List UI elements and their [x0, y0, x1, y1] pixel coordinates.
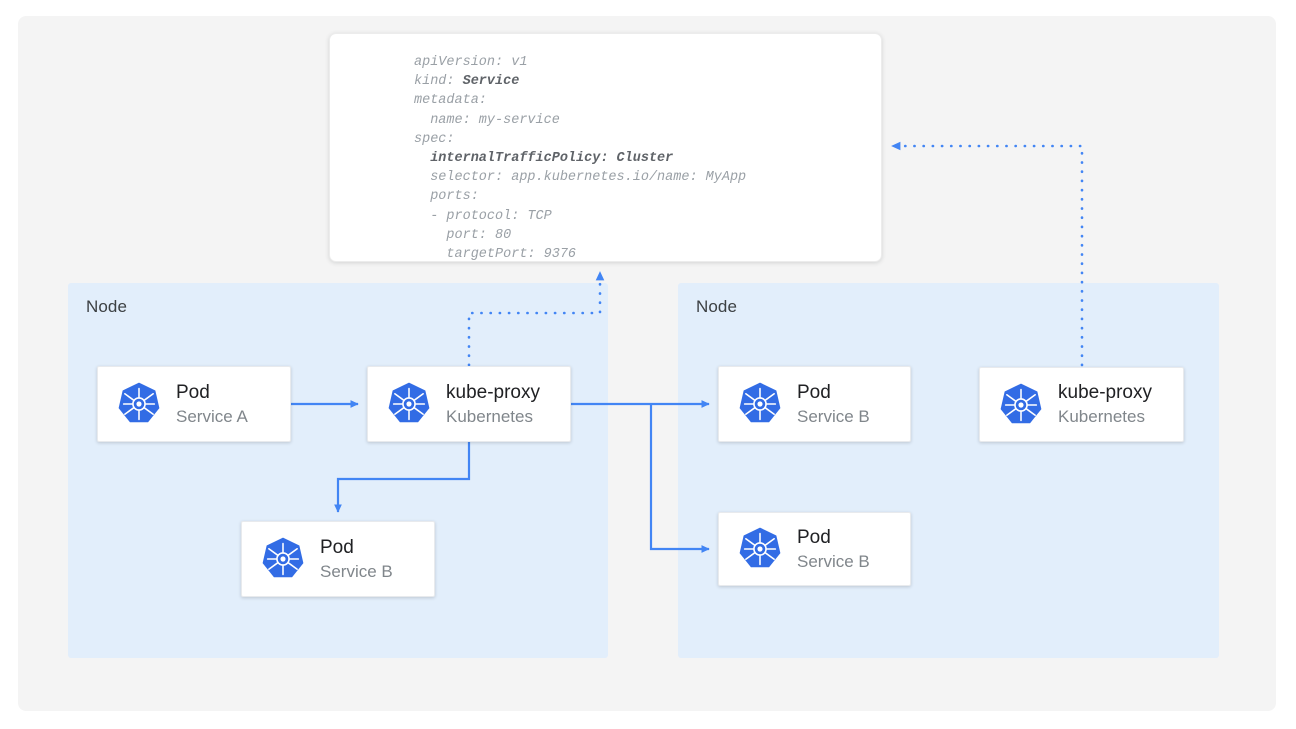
card-text: Pod Service A — [176, 381, 290, 428]
card-title: kube-proxy — [1058, 382, 1152, 403]
card-subtitle: Service B — [797, 551, 870, 571]
service-manifest-code: apiVersion: v1 kind: Service metadata: n… — [414, 55, 747, 262]
kubernetes-icon — [739, 527, 781, 568]
card-title: Pod — [797, 526, 831, 548]
card-subtitle: Kubernetes — [446, 406, 533, 426]
card-subtitle: Service B — [797, 406, 870, 426]
service-manifest-card: apiVersion: v1 kind: Service metadata: n… — [329, 33, 882, 262]
card-subtitle: Service A — [176, 406, 248, 426]
card-text: Pod Service B — [797, 381, 910, 428]
node-label-left: Node — [86, 297, 128, 316]
kubernetes-icon — [118, 382, 160, 423]
card-title: Pod — [320, 536, 354, 558]
card-subtitle: Service B — [320, 561, 393, 581]
card-text: Pod Service B — [797, 526, 910, 573]
card-title: Pod — [797, 381, 831, 403]
kubernetes-icon — [388, 382, 430, 423]
card-text: Pod Service B — [320, 536, 434, 583]
node-region-left — [68, 283, 608, 658]
node-label-right: Node — [696, 297, 738, 316]
card-pod-service-b-right-top[interactable]: Pod Service B — [718, 366, 911, 442]
card-kube-proxy-left[interactable]: kube-proxy Kubernetes — [367, 366, 571, 442]
node-region-right — [678, 283, 1219, 658]
card-pod-service-b-left[interactable]: Pod Service B — [241, 521, 435, 597]
kubernetes-icon — [262, 537, 304, 578]
card-kube-proxy-right[interactable]: kube-proxy Kubernetes — [979, 367, 1184, 442]
card-text: kube-proxy Kubernetes — [446, 381, 570, 428]
card-subtitle: Kubernetes — [1058, 407, 1145, 426]
card-pod-service-a[interactable]: Pod Service A — [97, 366, 291, 442]
kubernetes-icon — [739, 382, 781, 423]
card-pod-service-b-right-bottom[interactable]: Pod Service B — [718, 512, 911, 586]
card-title: kube-proxy — [446, 381, 540, 403]
card-title: Pod — [176, 381, 210, 403]
kubernetes-icon — [1000, 383, 1042, 423]
card-text: kube-proxy Kubernetes — [1058, 381, 1183, 428]
